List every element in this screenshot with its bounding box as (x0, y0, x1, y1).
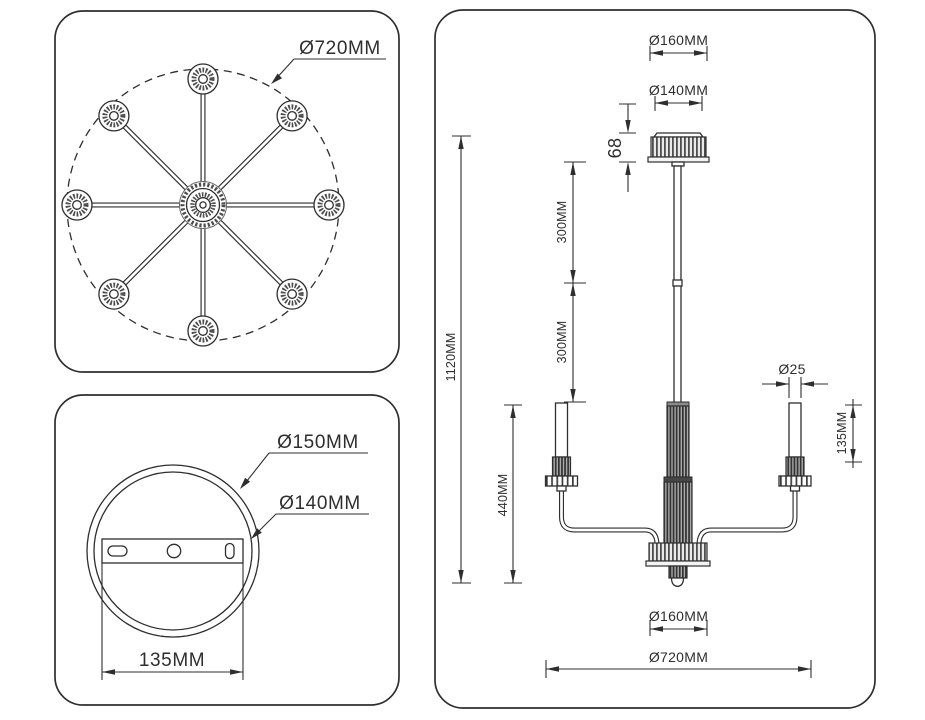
candle-left (544, 402, 579, 492)
dim-rod-upper: 300MM (555, 161, 586, 284)
finial-knob (668, 565, 688, 579)
column-lower-segment (663, 481, 693, 544)
dim-body-height: 440MM (496, 404, 522, 584)
hub-ribbed-disc (648, 542, 708, 562)
mount-view-panel-border (54, 394, 400, 706)
top-view-panel-border (54, 10, 400, 373)
lamp-head (313, 189, 345, 221)
central-column (645, 401, 711, 587)
dim-plate-inner: Ø140MM (251, 493, 369, 539)
dim-candle-height-label: 135MM (835, 412, 849, 455)
canopy (647, 132, 710, 167)
candle-socket-left (551, 456, 572, 477)
mounting-bracket (101, 538, 244, 564)
dim-overall-width-label: Ø720MM (649, 649, 708, 665)
top-view-drawing: Ø720MM (61, 38, 386, 347)
mount-plate-inner-circle (93, 471, 253, 631)
dim-canopy-height: 68 (605, 103, 636, 192)
lamp-head (187, 63, 219, 95)
candle-socket-right (785, 456, 805, 477)
lamp-head (187, 315, 219, 347)
candle-bead-ring-right (778, 475, 812, 487)
column-upper-segment (666, 405, 690, 478)
rod-joint (672, 279, 683, 287)
dim-candle-diameter-label: Ø25 (778, 361, 805, 377)
lamp-head (98, 100, 130, 132)
dim-hub-diameter: Ø160MM (649, 608, 708, 636)
canopy-ribbed-drum (650, 136, 707, 158)
dim-plate-outer: Ø150MM (240, 432, 368, 489)
canopy-flange (647, 156, 710, 163)
dim-candle-height: 135MM (835, 399, 862, 468)
center-hub-top-view (179, 181, 227, 229)
dim-plate-outer-label: Ø150MM (277, 432, 359, 453)
candle-right (778, 402, 812, 492)
candle-tube-left (554, 402, 569, 458)
candle-tube-right (788, 402, 802, 458)
arm-right-side-view (696, 491, 798, 544)
dim-plate-inner-label: Ø140MM (279, 493, 361, 514)
dim-canopy-label: Ø140MM (649, 82, 708, 98)
column-top-cap (666, 401, 690, 407)
lamp-head (276, 100, 308, 132)
canopy-top-rim (652, 132, 705, 138)
dim-bracket-width: 135MM (101, 563, 244, 680)
lamp-head (98, 278, 130, 310)
dim-rod-lower-label: 300MM (555, 321, 569, 364)
lamp-head (61, 189, 93, 221)
arm-left-side-view (559, 491, 660, 544)
dim-bracket-width-label: 135MM (139, 650, 205, 671)
dim-overall-diameter-top-label: Ø720MM (299, 38, 381, 59)
dim-hub-diameter-label: Ø160MM (649, 608, 708, 624)
lamp-heads-top-view (61, 63, 345, 347)
dim-overall-diameter-top: Ø720MM (271, 38, 386, 84)
hub-flange (645, 560, 711, 567)
dim-rod-lower: 300MM (555, 283, 586, 403)
dim-overall-height: 1120MM (444, 135, 471, 584)
candle-neck-left (556, 485, 567, 492)
dim-canopy-top-label: Ø160MM (649, 32, 708, 48)
dim-canopy-height-label: 68 (605, 138, 625, 159)
column-joint-band (663, 476, 693, 483)
candle-neck-right (789, 485, 801, 492)
finial-tip (670, 577, 685, 587)
candle-bead-ring-left (544, 475, 579, 487)
dim-rod-upper-label: 300MM (555, 201, 569, 244)
mount-plate-outer-circle (86, 464, 260, 638)
side-view-drawing: Ø160MM Ø140MM 68 300MM (444, 32, 862, 678)
dim-canopy: Ø140MM (649, 82, 708, 111)
dim-canopy-top: Ø160MM (649, 32, 708, 61)
dim-overall-height-label: 1120MM (444, 333, 458, 382)
bracket-slot-right (224, 542, 235, 560)
bracket-slot-left (107, 545, 128, 557)
dim-overall-width: Ø720MM (545, 649, 812, 678)
mount-view-drawing: 135MM Ø150MM Ø140MM (86, 432, 369, 680)
dim-candle-diameter: Ø25 (762, 361, 828, 398)
arms-top-view (77, 79, 329, 331)
lamp-head (276, 278, 308, 310)
side-view-panel-border (434, 9, 876, 709)
bracket-center-hole (166, 543, 182, 559)
dim-body-height-label: 440MM (496, 474, 510, 517)
